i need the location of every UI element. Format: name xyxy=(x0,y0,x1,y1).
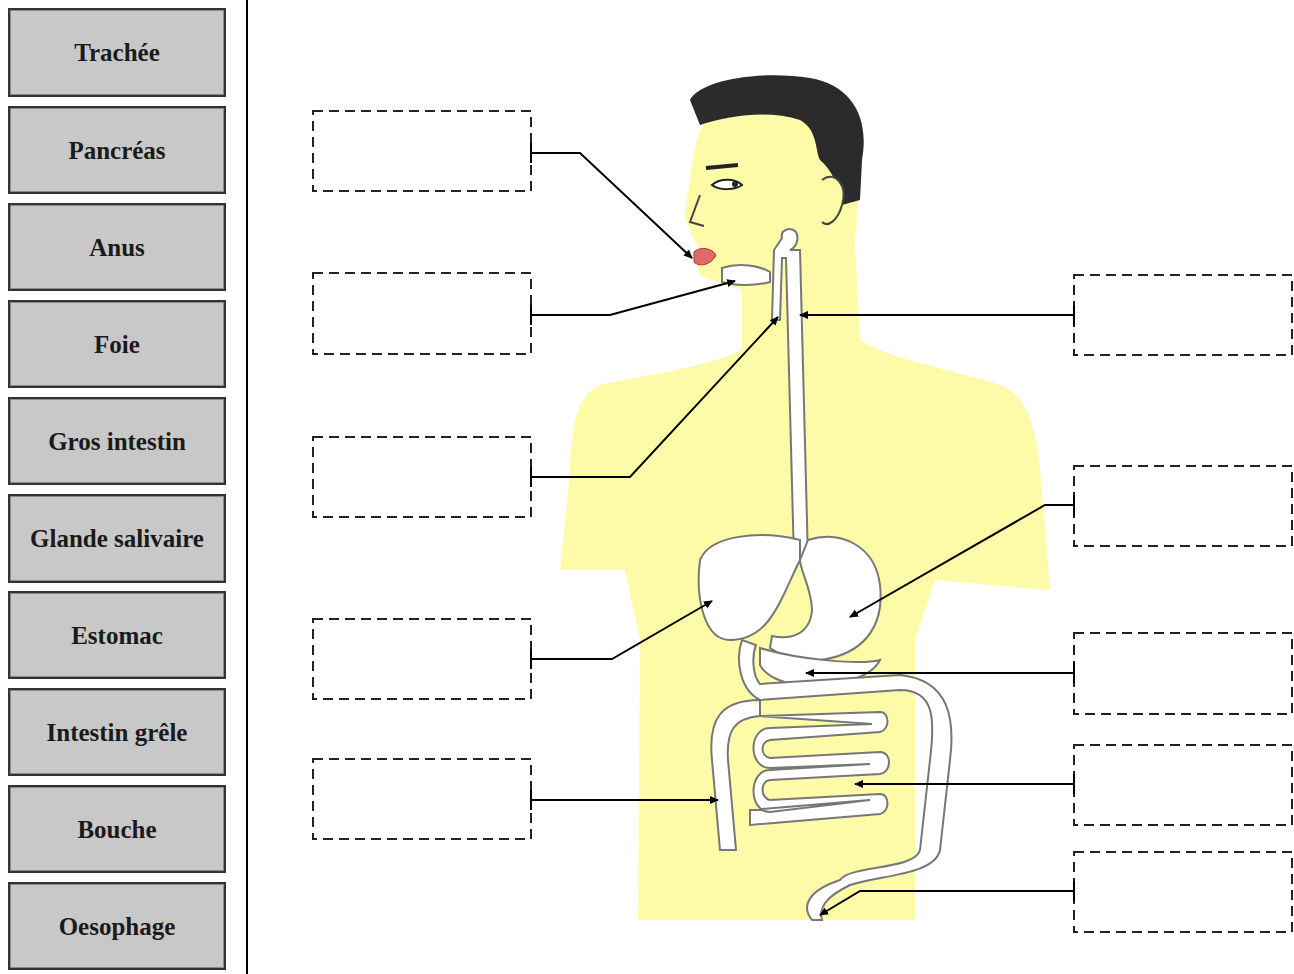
label-text: Foie xyxy=(88,326,146,363)
body-silhouette xyxy=(560,95,1050,920)
eye xyxy=(712,180,742,189)
label-box: Oesophage xyxy=(8,882,226,970)
nose xyxy=(690,195,704,226)
label-box: Trachée xyxy=(8,8,226,97)
label-text: Estomac xyxy=(65,617,169,654)
lips xyxy=(694,248,716,264)
label-text: Pancréas xyxy=(62,132,171,169)
label-box: Anus xyxy=(8,203,226,291)
digestive-tract xyxy=(699,229,952,920)
label-text: Intestin grêle xyxy=(41,714,194,751)
label-text: Oesophage xyxy=(53,908,182,945)
label-box: Gros intestin xyxy=(8,397,226,485)
label-box: Foie xyxy=(8,300,226,388)
label-box: Estomac xyxy=(8,591,226,679)
leader-lines xyxy=(531,153,1074,915)
label-box: Intestin grêle xyxy=(8,688,226,776)
label-text: Anus xyxy=(83,229,151,266)
label-box: Glande salivaire xyxy=(8,494,226,583)
label-text: Gros intestin xyxy=(42,423,192,460)
label-text: Glande salivaire xyxy=(24,520,210,557)
label-box: Bouche xyxy=(8,785,226,873)
ear xyxy=(822,177,844,224)
divider-line xyxy=(246,0,248,974)
pupil xyxy=(732,181,738,187)
label-box: Pancréas xyxy=(8,106,226,194)
eyebrow xyxy=(706,165,738,168)
label-text: Bouche xyxy=(71,811,162,848)
label-text: Trachée xyxy=(68,34,166,71)
answer-boxes xyxy=(313,111,1292,932)
